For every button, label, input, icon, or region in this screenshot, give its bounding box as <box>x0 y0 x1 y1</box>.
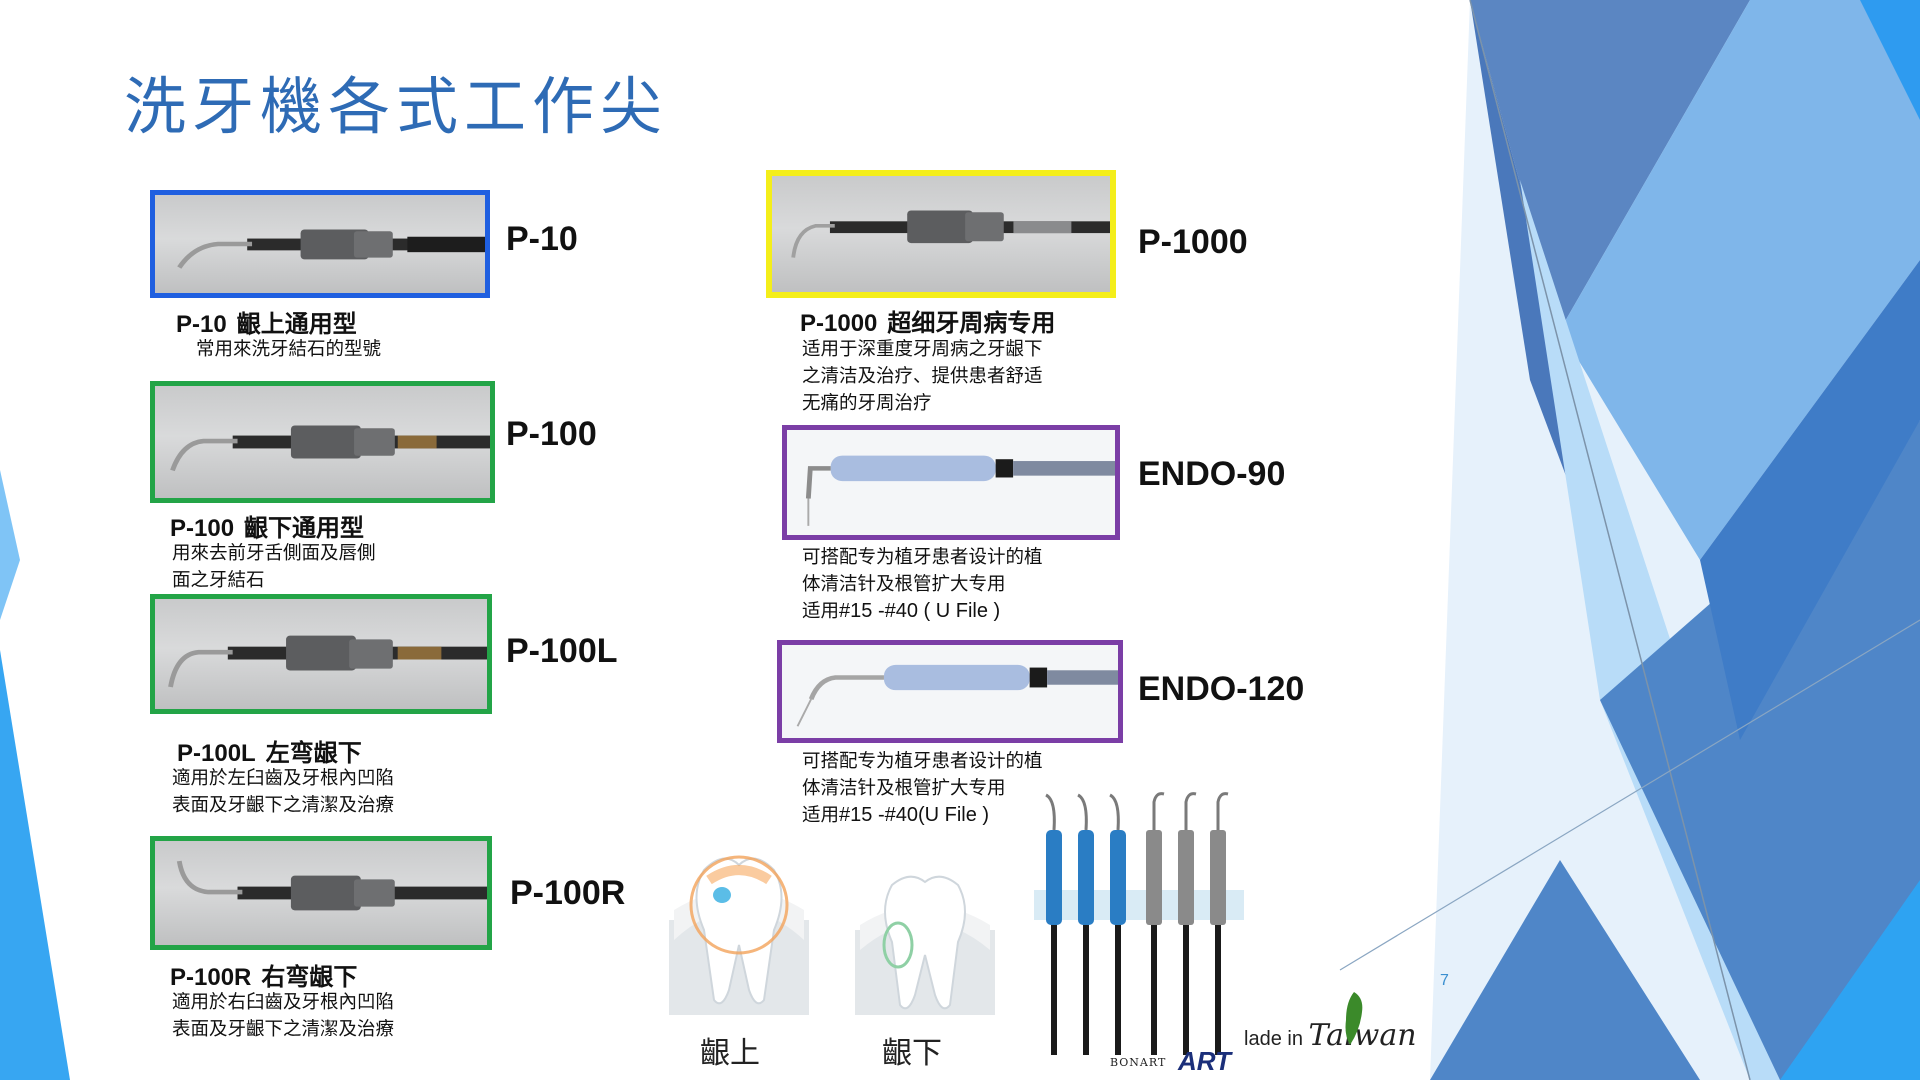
desc-code: P-100 <box>170 515 235 542</box>
desc-line: 无痛的牙周治疗 <box>802 393 932 414</box>
subgingival-label: 齦下 <box>882 1036 942 1071</box>
p-100-desc-title: P-100 齦下通用型 <box>170 508 364 543</box>
tip-illustration <box>796 664 1118 727</box>
endo-90-code: ENDO-90 <box>1138 455 1286 493</box>
desc-line: 适用#15 -#40(U File ) <box>802 802 1043 829</box>
supragingival-tooth-illustration <box>669 855 809 1015</box>
desc-line: 常用來洗牙結石的型號 <box>196 339 382 360</box>
tip-illustration <box>176 860 487 911</box>
desc-line-cjk: 适用 <box>802 805 840 826</box>
p-1000-desc-title: P-1000 超细牙周病专用 <box>800 303 1055 338</box>
endo-120-code: ENDO-120 <box>1138 670 1305 708</box>
desc-title-text: 超细牙周病专用 <box>887 308 1056 337</box>
art-logo: ART <box>1178 1046 1231 1076</box>
made-in-taiwan: lade in Taiwan <box>1244 1018 1417 1053</box>
p-1000-desc: 适用于深重度牙周病之牙龈下 之清洁及治疗、提供患者舒适 无痛的牙周治疗 <box>802 336 1043 417</box>
p-100r-desc-title: P-100R 右弯龈下 <box>170 957 357 992</box>
tip-illustration <box>170 425 490 472</box>
p-10-tip-photo <box>150 190 490 298</box>
p-100r-desc: 適用於右臼齒及牙根內凹陷 表面及牙齦下之清潔及治療 <box>172 989 394 1043</box>
desc-line-latin: #15 -#40(U File ) <box>839 804 990 826</box>
desc-line: 面之牙結石 <box>172 570 265 591</box>
endo-90-tip-photo <box>782 425 1120 540</box>
p-100l-desc: 適用於左臼齒及牙根內凹陷 表面及牙齦下之清潔及治療 <box>172 765 394 819</box>
endo-120-desc: 可搭配专为植牙患者设计的植 体清洁针及根管扩大专用 适用#15 -#40(U F… <box>802 748 1043 829</box>
desc-code: P-100R <box>170 964 252 991</box>
desc-code: P-1000 <box>800 310 878 337</box>
tip-illustration <box>805 455 1115 526</box>
taiwan-map-icon <box>1345 992 1363 1045</box>
desc-title-text: 右弯龈下 <box>261 962 358 991</box>
desc-line: 可搭配专为植牙患者设计的植 <box>802 547 1043 568</box>
desc-line: 適用於左臼齒及牙根內凹陷 <box>172 768 395 789</box>
p-10-desc-title: P-10 齦上通用型 <box>176 304 357 339</box>
p-100r-code: P-100R <box>510 874 626 912</box>
p-100l-code: P-100L <box>506 632 618 670</box>
desc-line: 适用于深重度牙周病之牙龈下 <box>802 339 1043 360</box>
desc-line: 适用#15 -#40 ( U File ) <box>802 598 1043 625</box>
p-100l-tip-photo <box>150 594 492 714</box>
desc-line: 適用於右臼齒及牙根內凹陷 <box>172 992 395 1013</box>
desc-line: 表面及牙齦下之清潔及治療 <box>172 1019 395 1040</box>
endo-90-desc: 可搭配专为植牙患者设计的植 体清洁针及根管扩大专用 适用#15 -#40 ( U… <box>802 544 1043 625</box>
p-100r-tip-photo <box>150 836 492 950</box>
tip-illustration <box>177 229 485 269</box>
page-number: 7 <box>1440 972 1449 989</box>
brand-name: BONART <box>1110 1056 1167 1069</box>
p-100l-desc-title: P-100L 左弯龈下 <box>177 733 362 768</box>
desc-line: 可搭配专为植牙患者设计的植 <box>802 751 1043 772</box>
p-1000-code: P-1000 <box>1138 223 1248 261</box>
desc-title-text: 左弯龈下 <box>265 738 362 767</box>
desc-line: 体清洁针及根管扩大专用 <box>802 574 1006 595</box>
desc-line-cjk: 适用 <box>802 601 840 622</box>
desc-line: 之清洁及治疗、提供患者舒适 <box>802 366 1043 387</box>
desc-title-text: 齦下通用型 <box>244 513 365 542</box>
p-1000-tip-photo <box>766 170 1116 298</box>
desc-code: P-100L <box>177 740 256 767</box>
desc-line-latin: #15 -#40 ( U File ) <box>839 600 1001 622</box>
p-100-code: P-100 <box>506 415 597 453</box>
product-group-photo <box>1034 792 1244 1055</box>
slide-title: 洗牙機各式工作尖 <box>124 70 669 143</box>
p-100-desc: 用來去前牙舌側面及唇側 面之牙結石 <box>172 540 376 594</box>
p-10-code: P-10 <box>506 220 578 258</box>
endo-120-tip-photo <box>777 640 1123 743</box>
made-in-text: lade in <box>1244 1028 1303 1050</box>
taiwan-text: Taiwan <box>1308 1018 1417 1053</box>
desc-title-text: 齦上通用型 <box>236 309 357 338</box>
desc-code: P-10 <box>176 311 227 338</box>
supragingival-label: 齦上 <box>700 1036 760 1071</box>
p-10-desc: 常用來洗牙結石的型號 <box>196 336 381 363</box>
desc-line: 体清洁针及根管扩大专用 <box>802 778 1006 799</box>
subgingival-tooth-illustration <box>855 875 995 1015</box>
desc-line: 用來去前牙舌側面及唇側 <box>172 543 376 564</box>
p-100-tip-photo <box>150 381 495 503</box>
tip-illustration <box>168 635 487 688</box>
tip-illustration <box>791 210 1110 258</box>
desc-line: 表面及牙齦下之清潔及治療 <box>172 795 395 816</box>
